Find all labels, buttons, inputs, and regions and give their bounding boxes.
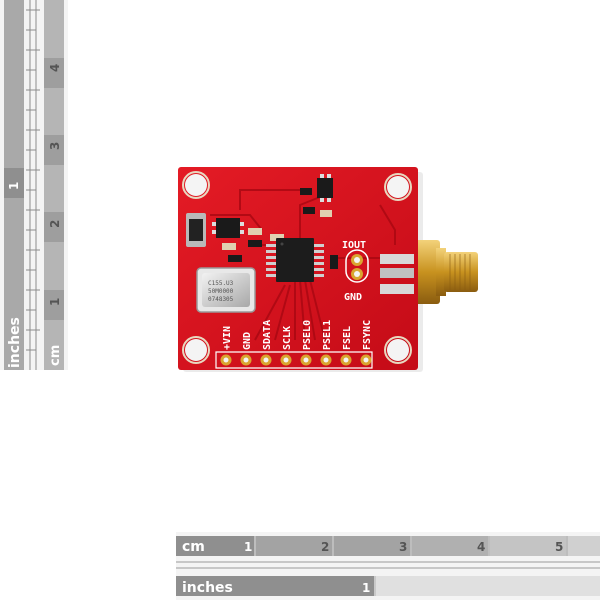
bottom-ruler-cm-label: cm (182, 539, 205, 555)
bottom-ruler: cm 1 2 3 4 5 inches 1 (176, 532, 600, 600)
pin-label-sdata: SDATA (262, 320, 273, 350)
label-gnd-output: GND (344, 292, 362, 303)
pin-label-fsync: FSYNC (362, 320, 373, 350)
mounting-holes (182, 171, 412, 364)
pin-label-vin: +VIN (222, 326, 233, 350)
pin-label-psel1: PSEL1 (322, 320, 333, 350)
output-header: IOUT GND (342, 240, 414, 303)
left-ruler-inches-label: inches (7, 317, 23, 368)
bottom-ruler-cm-mark-5: 5 (555, 540, 563, 554)
bottom-ruler-cm-mark-3: 3 (399, 540, 407, 554)
sma-connector (414, 240, 478, 304)
left-ruler-cm-mark-3: 3 (48, 142, 62, 150)
pin-label-psel0: PSEL0 (302, 320, 313, 350)
left-ruler-cm-mark-2: 2 (48, 220, 62, 228)
left-ruler-cm-label: cm (48, 345, 63, 366)
pcb-board: C155.U3 50M0000 0748305 IOUT GND (178, 167, 418, 370)
bottom-ruler-inch-mark-1: 1 (362, 581, 370, 595)
crystal-text-line-3: 0748305 (208, 296, 234, 303)
pin-label-fsel: FSEL (342, 326, 353, 350)
crystal-text-line-2: 50M0000 (208, 288, 234, 295)
smd-components (186, 174, 338, 269)
left-ruler-cm-mark-1: 1 (48, 298, 62, 306)
dds-chip (266, 238, 324, 282)
bottom-ruler-cm-mark-4: 4 (477, 540, 485, 554)
pin-label-gnd: GND (242, 332, 253, 350)
crystal-oscillator: C155.U3 50M0000 0748305 (196, 267, 256, 313)
bottom-ruler-cm-mark-1: 1 (244, 540, 252, 554)
label-iout: IOUT (342, 240, 366, 251)
bottom-ruler-inches-label: inches (182, 580, 233, 596)
pin-header (215, 351, 373, 369)
left-ruler-cm-mark-4: 4 (48, 64, 62, 72)
pin-label-sclk: SCLK (282, 326, 293, 350)
left-ruler-inch-mark-1: 1 (7, 182, 21, 190)
crystal-text-line-1: C155.U3 (208, 280, 234, 287)
bottom-ruler-cm-mark-2: 2 (321, 540, 329, 554)
left-ruler: inches 1 cm 1 2 3 4 (0, 0, 68, 370)
pin-labels: +VIN GND SDATA SCLK PSEL0 PSEL1 FSEL FSY… (222, 320, 373, 350)
